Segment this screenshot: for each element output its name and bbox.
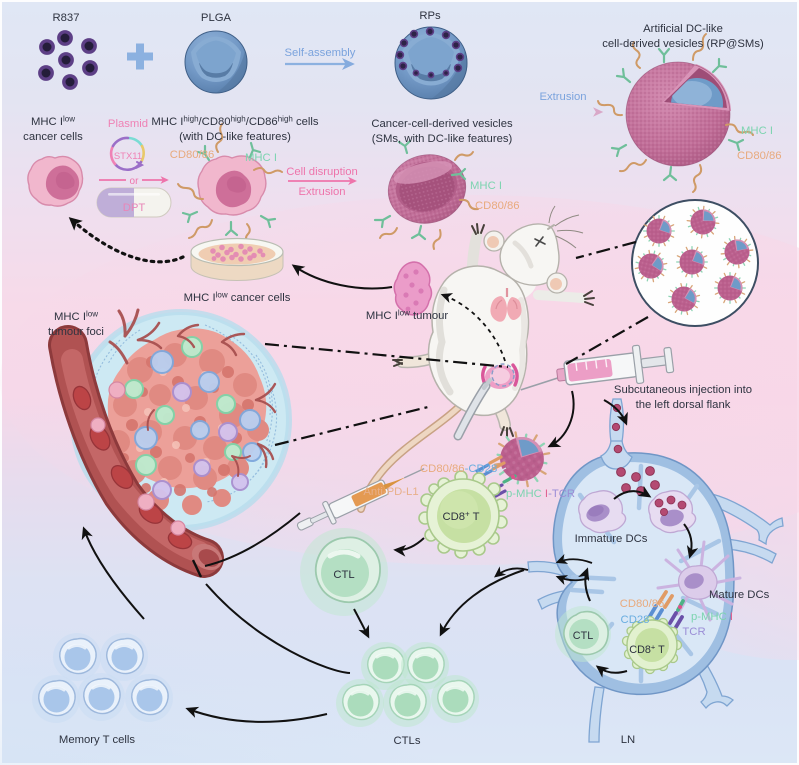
svg-text:CD28: CD28 <box>621 614 650 626</box>
svg-text:RPs: RPs <box>419 10 441 22</box>
svg-text:CD80/86-CD28: CD80/86-CD28 <box>420 463 497 475</box>
svg-text:CD80/86: CD80/86 <box>170 149 215 161</box>
svg-text:LN: LN <box>621 734 635 746</box>
svg-text:the left dorsal flank: the left dorsal flank <box>636 399 731 411</box>
svg-text:STX11: STX11 <box>114 151 142 162</box>
svg-text:CTL: CTL <box>573 630 593 642</box>
svg-text:PLGA: PLGA <box>201 12 232 24</box>
svg-text:Cancer-cell-derived vesicles: Cancer-cell-derived vesicles <box>371 118 513 130</box>
svg-text:(SMs, with DC-like features): (SMs, with DC-like features) <box>372 133 513 145</box>
svg-text:Self-assembly: Self-assembly <box>285 47 356 59</box>
svg-text:Plasmid: Plasmid <box>108 118 148 130</box>
svg-text:MHC Ilow tumour: MHC Ilow tumour <box>366 309 449 323</box>
svg-text:Extrusion: Extrusion <box>539 91 586 103</box>
svg-text:(with DC-like features): (with DC-like features) <box>179 131 291 143</box>
svg-text:Subcutaneous injection into: Subcutaneous injection into <box>614 384 752 396</box>
svg-text:Mature DCs: Mature DCs <box>709 589 770 601</box>
svg-text:Cell disruption: Cell disruption <box>286 166 358 178</box>
svg-text:Anti-PD-L1: Anti-PD-L1 <box>363 486 418 498</box>
svg-text:CD8+ T: CD8+ T <box>442 510 479 524</box>
svg-text:MHC I: MHC I <box>245 152 277 164</box>
svg-text:cell-derived vesicles (RP@SMs): cell-derived vesicles (RP@SMs) <box>602 38 764 50</box>
svg-text:MHC I: MHC I <box>470 180 502 192</box>
svg-text:or: or <box>130 176 140 187</box>
svg-text:Immature DCs: Immature DCs <box>575 533 648 545</box>
svg-text:CD80/86: CD80/86 <box>737 150 782 162</box>
svg-text:CTL: CTL <box>333 569 354 581</box>
svg-text:p-MHC I: p-MHC I <box>691 611 733 623</box>
svg-text:cancer cells: cancer cells <box>23 131 83 143</box>
svg-text:p-MHC I-TCR: p-MHC I-TCR <box>506 488 575 500</box>
svg-text:DPT: DPT <box>123 202 146 214</box>
svg-text:MHC Ilow cancer cells: MHC Ilow cancer cells <box>184 291 291 305</box>
svg-text:MHC I: MHC I <box>741 125 773 137</box>
svg-text:Memory T cells: Memory T cells <box>59 734 136 746</box>
svg-text:CD80/86: CD80/86 <box>620 598 665 610</box>
svg-text:Artificial DC-like: Artificial DC-like <box>643 23 723 35</box>
svg-text:Extrusion: Extrusion <box>298 186 345 198</box>
svg-text:CD8+ T: CD8+ T <box>629 643 665 657</box>
svg-text:CD80/86: CD80/86 <box>475 200 520 212</box>
svg-text:CTLs: CTLs <box>394 735 421 747</box>
svg-text:R837: R837 <box>52 12 79 24</box>
svg-text:TCR: TCR <box>682 626 705 638</box>
svg-text:tumour foci: tumour foci <box>48 326 104 338</box>
